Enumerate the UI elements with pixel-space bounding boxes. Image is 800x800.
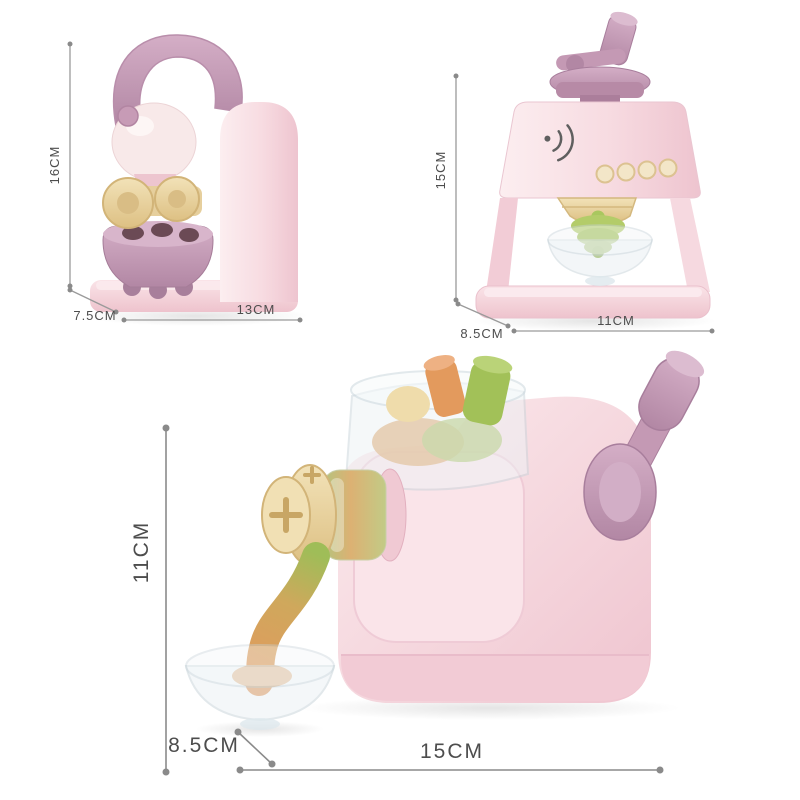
height-dimension-label: 11CM	[130, 521, 153, 583]
ice-cream-cap	[549, 66, 651, 107]
ice-cream-left-leg	[486, 198, 518, 292]
toy-noodle-machine-figure	[184, 350, 705, 737]
height-dimension-label: 16CM	[47, 146, 62, 185]
toy-ice-cream-machine-figure	[472, 11, 716, 331]
noodle-clear-bowl	[184, 644, 336, 730]
depth-dimension-label: 8.5CM	[460, 326, 503, 341]
press-machine-moulds	[102, 176, 202, 229]
press-machine-dimensions: 16CM 7.5CM 13CM	[47, 41, 303, 323]
sound-waves-icon	[544, 124, 574, 162]
noodle-machine-base	[341, 656, 649, 701]
handle-hinge	[117, 105, 139, 127]
ice-cream-base-highlight	[484, 288, 702, 297]
dough-pieces	[386, 355, 513, 426]
noodle-machine-dimensions: 11CM 8.5CM 15CM	[130, 424, 664, 776]
ice-cream-right-leg	[670, 198, 710, 292]
width-dimension-label: 13CM	[237, 302, 276, 317]
extruder-assembly	[261, 464, 407, 566]
ice-cream-head	[499, 101, 701, 199]
width-dimension-label: 11CM	[597, 313, 635, 328]
ice-cream-buttons	[595, 158, 678, 184]
toy-coffee-press-machine-figure	[84, 34, 308, 326]
depth-dimension-label: 8.5CM	[168, 734, 240, 757]
screw-cross-icon	[269, 466, 321, 533]
ice-cream-crank	[556, 11, 638, 73]
ice-cream-machine-dimensions: 15CM 8.5CM 11CM	[433, 73, 715, 341]
press-machine-body	[220, 102, 298, 302]
ice-cream-clear-bowl	[547, 224, 653, 286]
depth-dimension-label: 7.5CM	[73, 308, 116, 323]
noodle-crank	[583, 350, 705, 541]
width-dimension-label: 15CM	[420, 740, 484, 763]
height-dimension-label: 15CM	[433, 151, 448, 190]
